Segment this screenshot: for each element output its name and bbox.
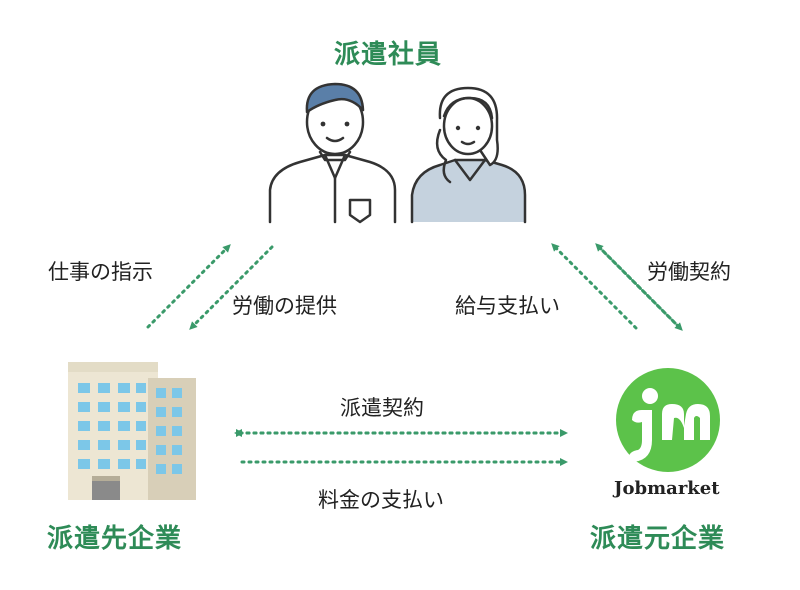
agency-title: 派遣元企業 — [590, 524, 726, 554]
client-title: 派遣先企業 — [47, 524, 183, 554]
dispatch-contract-label: 派遣契約 — [340, 396, 424, 420]
salary-payment-label: 給与支払い — [455, 294, 560, 318]
labor-provision-label: 労働の提供 — [232, 294, 337, 318]
client-building-icon — [68, 362, 196, 500]
logo-wordmark: Jobmarket — [614, 478, 720, 499]
work-instruction-arrow — [146, 244, 231, 329]
labor-contract-label: 労働契約 — [647, 260, 731, 284]
employees-title: 派遣社員 — [334, 40, 443, 70]
jobmarket-logo-icon — [616, 368, 720, 472]
fee-payment-label: 料金の支払い — [318, 488, 444, 512]
female-employee-icon — [410, 86, 527, 224]
male-employee-icon — [268, 82, 397, 224]
labor-provision-arrow — [189, 245, 274, 330]
work-instruction-label: 仕事の指示 — [48, 260, 153, 284]
salary-payment-arrow — [551, 243, 638, 330]
